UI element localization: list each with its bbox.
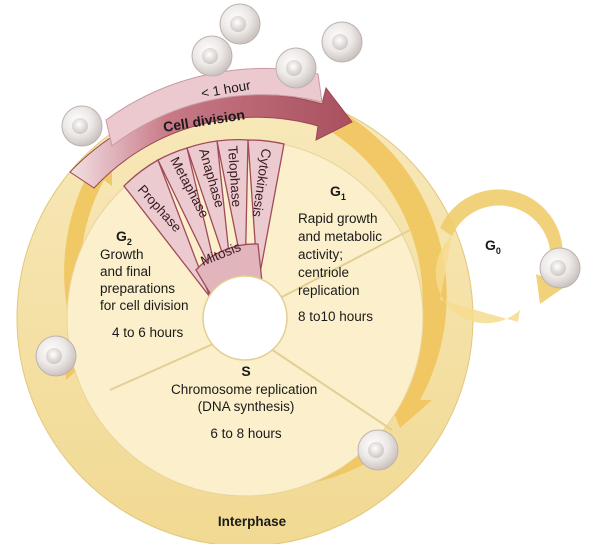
sector-dividers	[109, 229, 411, 431]
cell-top-1	[219, 3, 261, 45]
cell-top-4	[321, 21, 363, 63]
g0-loop	[435, 189, 566, 324]
g2-description: Growth and final preparations for cell d…	[100, 247, 189, 313]
g2-duration: 4 to 6 hours	[112, 325, 184, 340]
phase-telophase: Telophase	[225, 145, 244, 207]
interphase-label: Interphase	[218, 514, 287, 529]
s-title: S	[241, 363, 250, 379]
g0-title: G0	[485, 237, 501, 256]
cell-top-2	[191, 35, 233, 77]
center-hole	[202, 275, 288, 361]
g1-description: Rapid growth and metabolic activity; cen…	[298, 211, 386, 298]
cell-left-top	[61, 105, 103, 147]
duration-band	[105, 68, 323, 147]
g1-title: G1	[330, 183, 346, 202]
right-cycle-arrow	[318, 105, 447, 428]
g2-title: G2	[116, 228, 132, 247]
cell-top-3	[275, 47, 317, 89]
cell-g0	[539, 247, 581, 289]
cell-left-bottom	[35, 335, 77, 377]
cells	[35, 3, 581, 471]
s-description: Chromosome replication (DNA synthesis)	[171, 382, 321, 414]
s-duration: 6 to 8 hours	[210, 426, 282, 441]
g1-duration: 8 to10 hours	[298, 309, 373, 324]
cell-bottom-right	[357, 429, 399, 471]
